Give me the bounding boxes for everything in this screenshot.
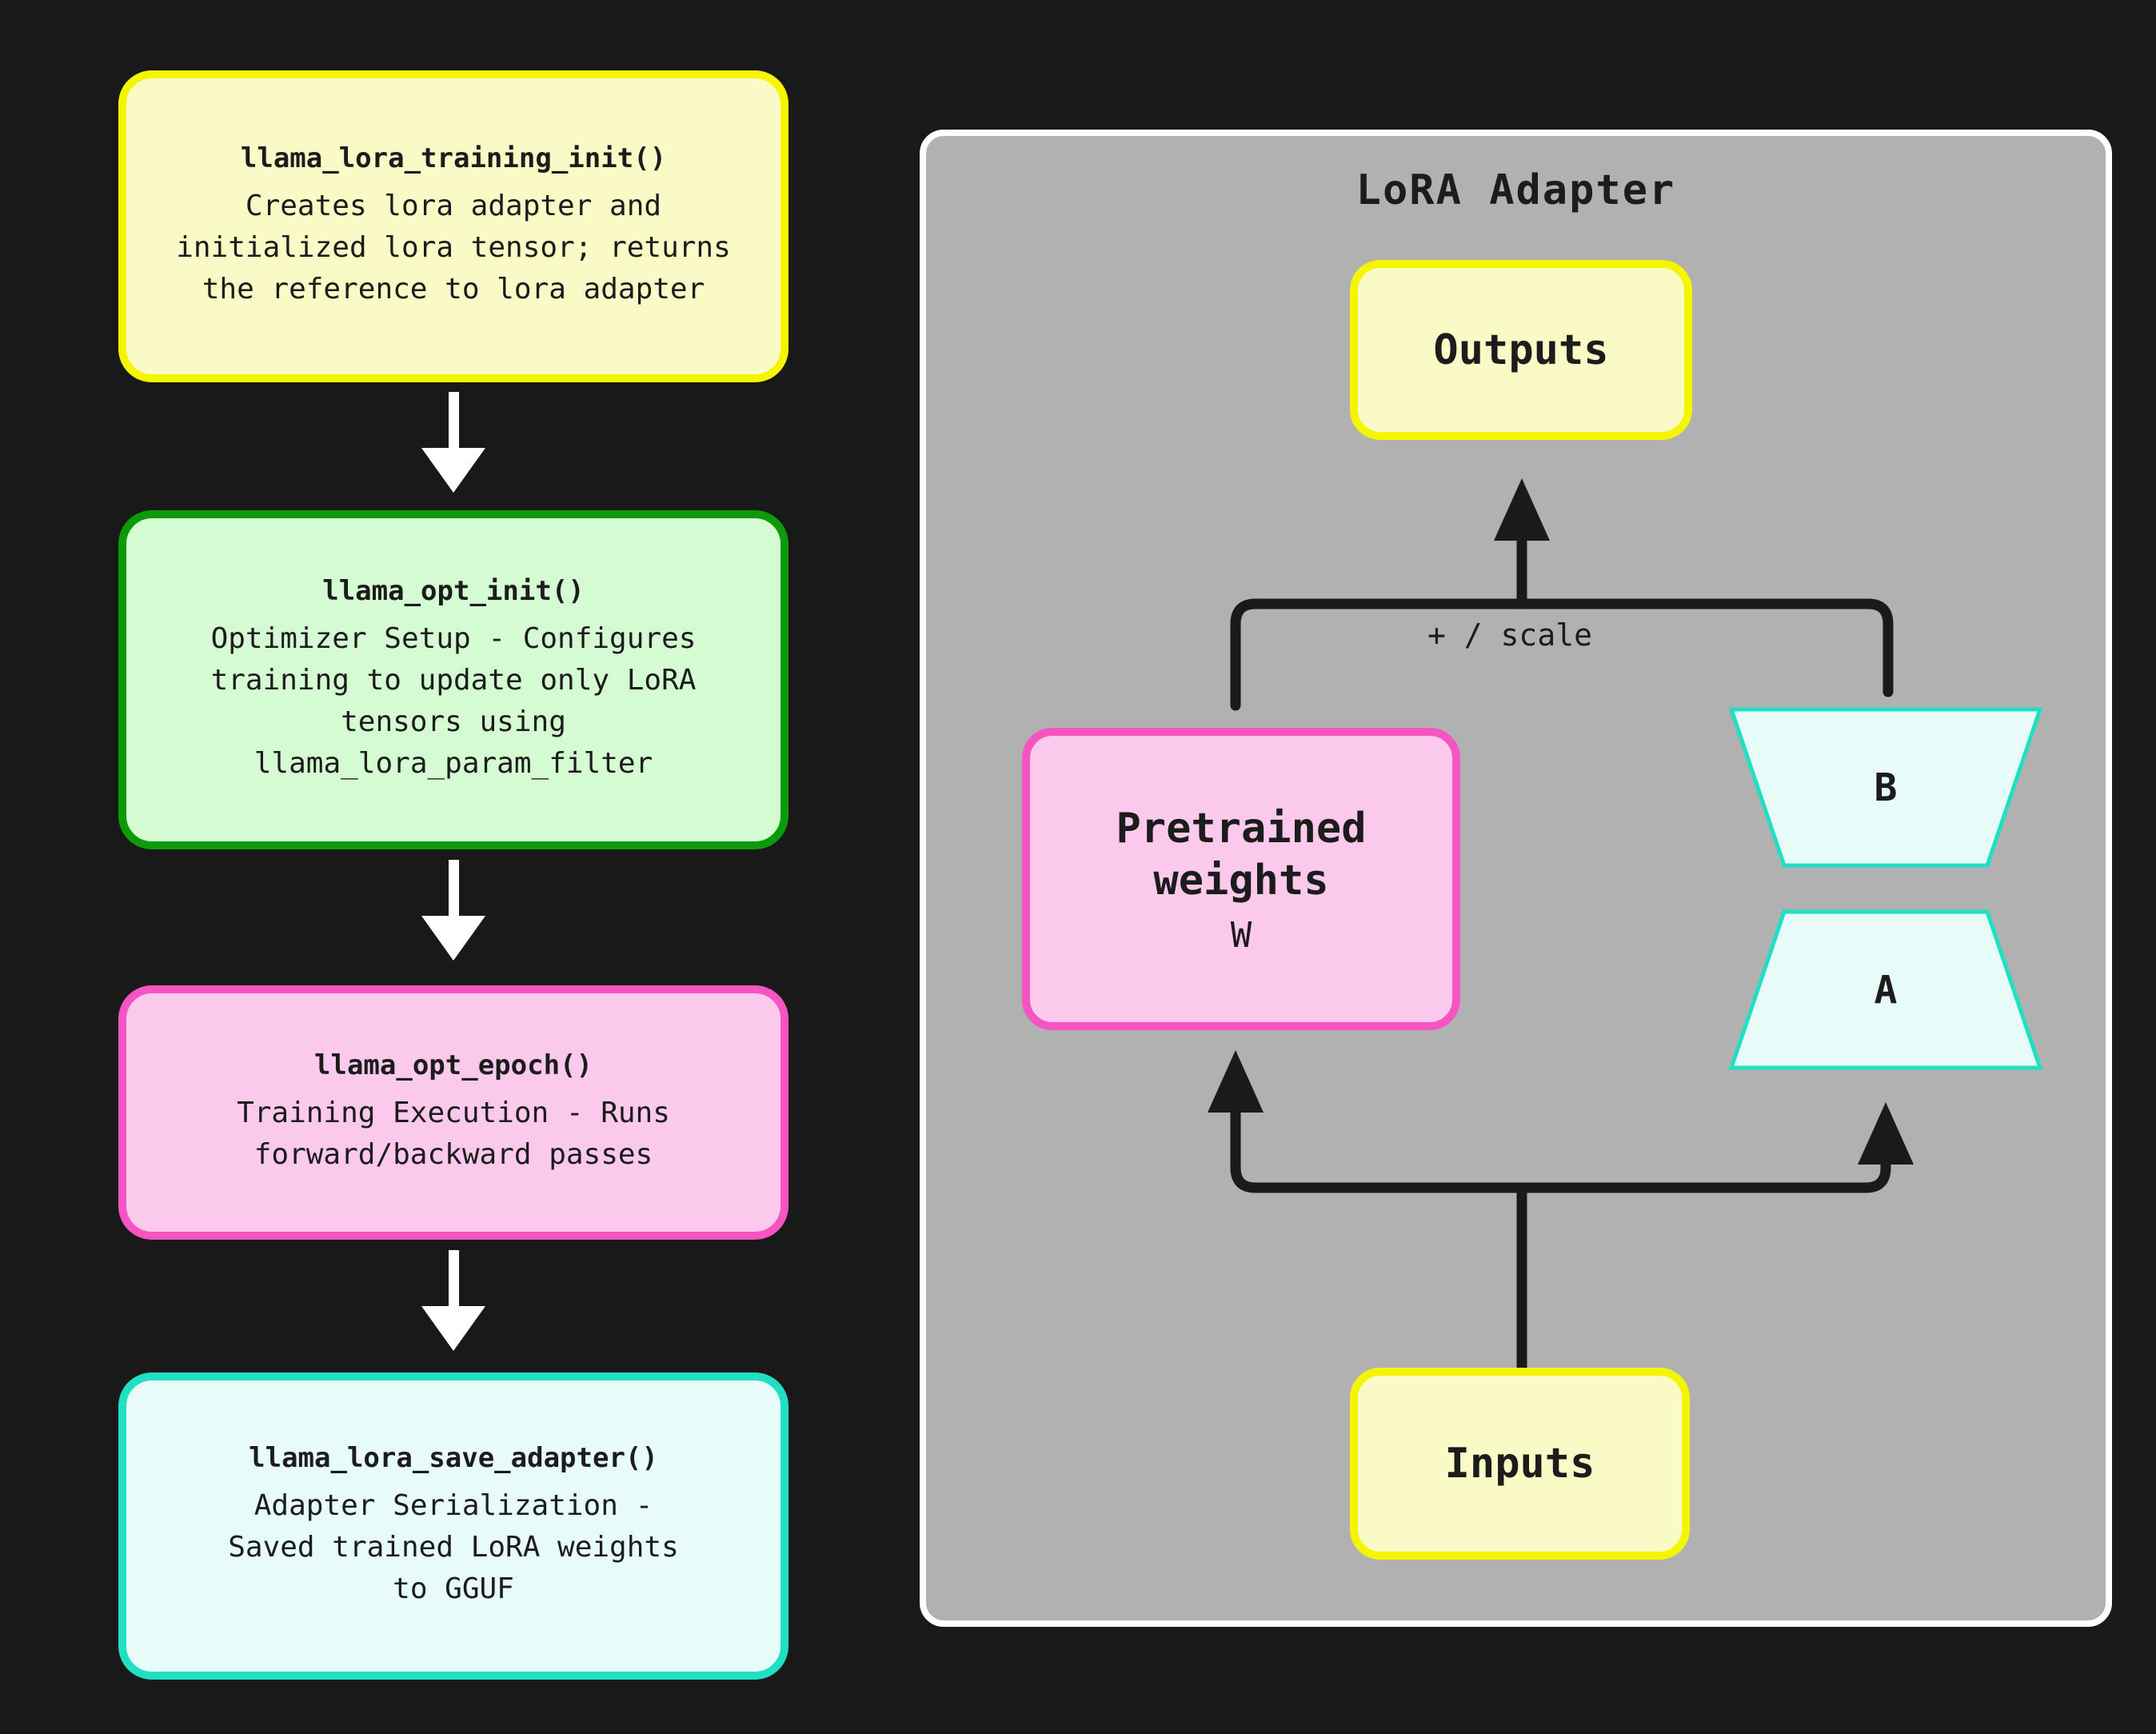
lora-b-label: B — [1874, 765, 1898, 810]
arrow-stem — [448, 1250, 459, 1306]
flow-box-title: llama_opt_epoch() — [314, 1049, 593, 1082]
panel-title: LoRA Adapter — [1355, 166, 1676, 214]
down-arrow-icon — [421, 860, 485, 961]
lora-b-shape — [1728, 707, 2043, 868]
flow-box-opt-init: llama_opt_init() Optimizer Setup - Confi… — [118, 510, 789, 849]
outputs-label: Outputs — [1433, 326, 1609, 374]
split-connector — [1230, 1105, 1891, 1193]
flow-box-body: Optimizer Setup - Configures training to… — [210, 622, 697, 780]
lora-a-arrowhead-icon — [1858, 1102, 1914, 1165]
lora-a-trapezoid — [1728, 909, 2043, 1070]
lora-b-trapezoid — [1728, 707, 2043, 868]
down-arrow-icon — [421, 1250, 485, 1351]
arrow-stem — [448, 860, 459, 916]
flow-box-opt-epoch: llama_opt_epoch() Training Execution - R… — [118, 985, 789, 1240]
flow-box-training-init: llama_lora_training_init() Creates lora … — [118, 70, 789, 382]
flow-box-body: Adapter Serialization - Saved trained Lo… — [228, 1489, 679, 1605]
output-arrowhead-icon — [1494, 478, 1550, 541]
pretrained-weights-label: Pretrained weights — [1116, 804, 1367, 905]
flow-box-title: llama_opt_init() — [322, 575, 585, 608]
down-arrow-icon — [421, 392, 485, 493]
scale-label: + / scale — [1427, 617, 1592, 653]
arrow-head — [421, 448, 485, 493]
flow-box-body: Training Execution - Runs forward/backwa… — [237, 1097, 670, 1171]
pretrained-arrowhead-icon — [1208, 1050, 1264, 1113]
outputs-node: Outputs — [1350, 260, 1692, 440]
pretrained-weights-symbol: W — [1230, 914, 1252, 956]
arrow-head — [421, 1306, 485, 1351]
arrow-head — [421, 916, 485, 961]
inputs-node: Inputs — [1350, 1368, 1690, 1560]
arrow-stem — [448, 392, 459, 448]
flow-box-body: Creates lora adapter and initialized lor… — [176, 190, 731, 306]
inputs-label: Inputs — [1444, 1440, 1595, 1488]
flow-box-save-adapter: llama_lora_save_adapter() Adapter Serial… — [118, 1372, 789, 1680]
flow-box-title: llama_lora_training_init() — [240, 142, 667, 175]
flow-box-title: llama_lora_save_adapter() — [249, 1442, 658, 1475]
lora-a-label: A — [1874, 967, 1898, 1013]
lora-adapter-panel: LoRA Adapter Outputs + / scale Pretraine… — [920, 130, 2112, 1627]
lora-a-shape — [1728, 909, 2043, 1070]
pretrained-weights-node: Pretrained weights W — [1022, 728, 1460, 1030]
